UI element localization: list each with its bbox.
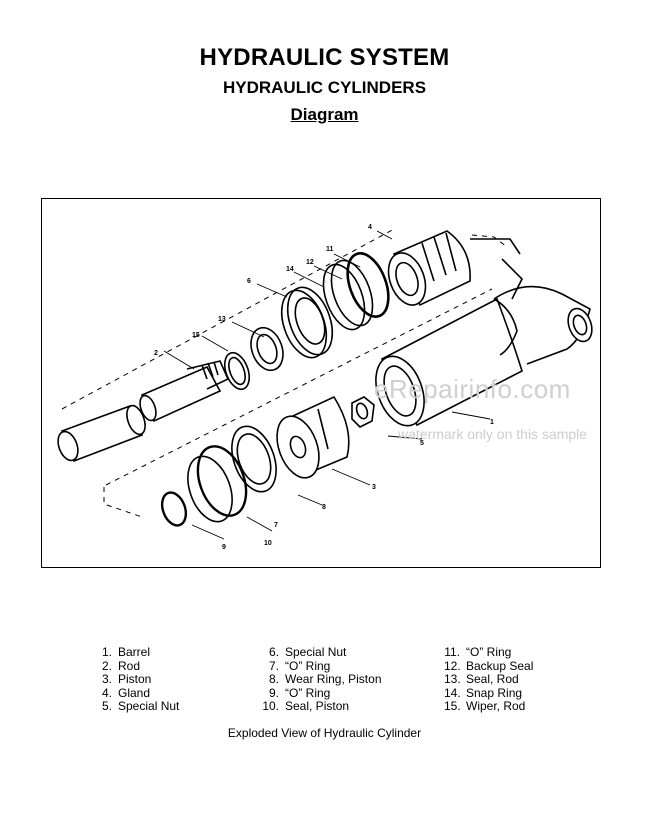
part-number-label: 3 — [372, 484, 376, 491]
piston-part — [276, 395, 375, 479]
legend-item: 4. Gland — [98, 685, 179, 701]
legend-number: 9. — [268, 685, 279, 700]
legend-number: 13. — [444, 672, 461, 686]
legend-item: 8. Wear Ring, Piston — [262, 672, 382, 687]
legend-number: 8. — [268, 672, 279, 686]
legend-label: Barrel — [118, 645, 151, 659]
leader-lines — [163, 230, 491, 540]
legend-label: Seal, Piston — [285, 699, 350, 713]
part-number-label: 15 — [192, 332, 200, 339]
part-number-label: 5 — [420, 440, 424, 447]
legend-label: Special Nut — [285, 645, 347, 659]
part-number-label: 13 — [218, 316, 226, 323]
legend-number: 7. — [268, 658, 279, 673]
part-number-label: 9 — [222, 544, 226, 551]
lower-rings — [160, 425, 277, 527]
legend-label: Wear Ring, Piston — [285, 672, 382, 686]
legend-label: Special Nut — [118, 699, 180, 713]
legend-column: 6. Special Nut 7. “O” Ring 8. Wear Ring, Pi… — [262, 645, 382, 714]
legend-item: 1. Barrel — [98, 645, 179, 660]
barrel-part — [375, 285, 593, 427]
rod-part — [57, 360, 230, 463]
legend-item: 11. “O” Ring — [444, 645, 533, 660]
legend-label: Seal, Rod — [466, 672, 519, 686]
part-number-label: 2 — [154, 350, 158, 357]
legend-number: 12. — [444, 658, 461, 673]
exploded-diagram: 4 11 12 14 6 13 15 2 1 5 3 8 7 10 9 — [41, 198, 601, 568]
part-number-label: 10 — [264, 540, 272, 547]
legend-item: 6. Special Nut — [262, 645, 382, 660]
legend-label: Wiper, Rod — [466, 699, 526, 713]
legend-label: “O” Ring — [466, 645, 512, 659]
part-number-label: 1 — [490, 419, 494, 426]
legend-item: 14. Snap Ring — [444, 685, 533, 701]
legend-label: Snap Ring — [466, 685, 523, 700]
legend-item: 5. Special Nut — [98, 699, 180, 714]
watermark-note: watermark only on this sample — [398, 426, 588, 442]
legend-item: 2. Rod — [98, 658, 179, 674]
legend-item: 3. Piston — [98, 672, 179, 687]
legend-item: 9. “O” Ring — [262, 685, 382, 701]
legend-label: Gland — [118, 685, 151, 700]
page-subtitle: HYDRAULIC CYLINDERS — [222, 78, 427, 97]
legend-column: 11.“O” Ring 12.Backup Seal 13.Seal, Rod … — [444, 645, 534, 714]
part-number-label: 14 — [286, 266, 294, 273]
legend-item: 15. Wiper, Rod — [444, 699, 533, 714]
legend-label: Rod — [118, 658, 141, 673]
part-number-label: 8 — [322, 504, 326, 511]
part-number-label: 6 — [247, 278, 251, 285]
gland-part — [387, 230, 523, 307]
upper-rings — [223, 252, 390, 391]
page-title: HYDRAULIC SYSTEM — [199, 44, 450, 71]
legend-number: 10. — [262, 699, 279, 713]
part-number-label: 11 — [326, 246, 334, 253]
legend-item: 10. Seal, Piston — [262, 699, 382, 714]
legend-number: 11. — [444, 645, 460, 659]
legend-item: 12. Backup Seal — [444, 658, 534, 674]
legend-label: Backup Seal — [466, 658, 534, 673]
legend-item: 7. “O” Ring — [262, 658, 382, 674]
legend-label: “O” Ring — [285, 658, 331, 673]
legend-number: 15. — [444, 699, 461, 713]
legend-item: 13. Seal, Rod — [444, 672, 533, 687]
legend-number: 1. — [101, 645, 112, 659]
part-number-label: 4 — [368, 224, 372, 231]
legend-label: Piston — [118, 672, 152, 686]
part-number-label: 7 — [274, 522, 278, 529]
legend-number: 6. — [268, 645, 279, 659]
legend-number: 14. — [444, 685, 461, 700]
part-number-label: 12 — [306, 259, 314, 266]
legend-number: 3. — [101, 672, 112, 686]
legend-number: 4. — [101, 685, 112, 700]
legend-number: 2. — [101, 658, 112, 673]
assembly-lines — [61, 228, 508, 518]
section-heading: Diagram — [290, 105, 359, 124]
legend-column: 1. Barrel 2. Rod 3. Piston 4. Gland 5. Specia… — [98, 645, 180, 714]
cylinder-drawing: 4 11 12 14 6 13 15 2 1 5 3 8 7 10 9 — [57, 224, 593, 551]
legend-number: 5. — [101, 699, 112, 713]
legend-label: “O” Ring — [285, 685, 331, 700]
watermark-site: eRepairinfo.com — [374, 374, 571, 404]
figure-caption: Exploded View of Hydraulic Cylinder — [227, 726, 422, 740]
